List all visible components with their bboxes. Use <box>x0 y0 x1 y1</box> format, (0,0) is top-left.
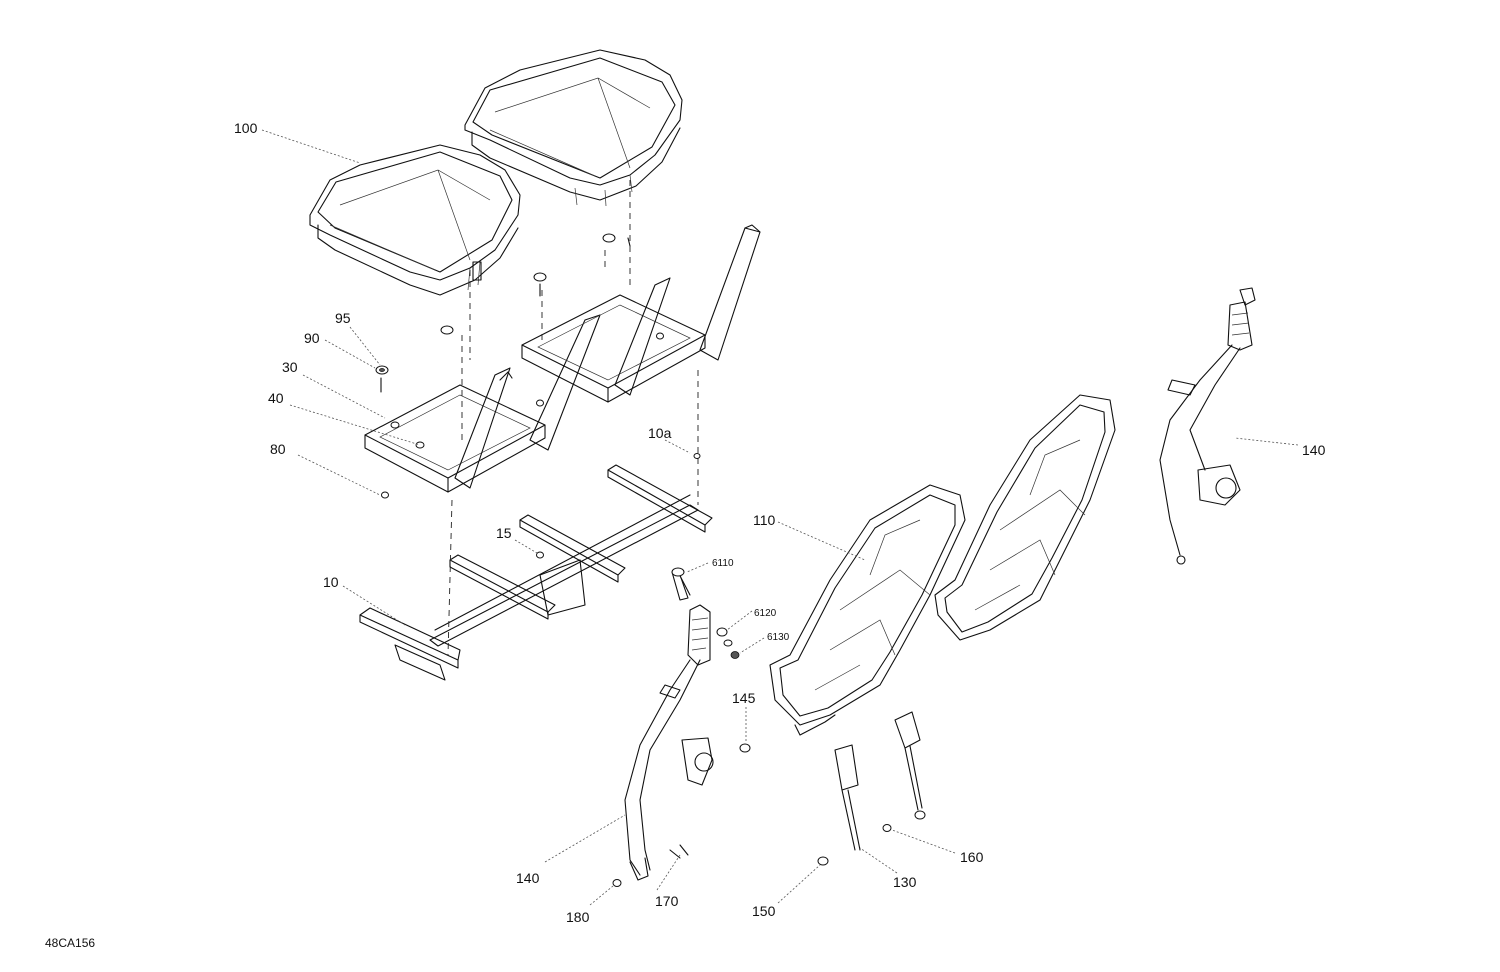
seat-cushion-right <box>464 49 683 207</box>
callout-40: 40 <box>268 390 284 406</box>
callout-145: 145 <box>732 690 756 706</box>
callout-6120: 6120 <box>754 608 777 619</box>
callout-10a: 10a <box>648 425 672 441</box>
callout-30: 30 <box>282 359 298 375</box>
callout-6110: 6110 <box>712 558 734 569</box>
callout-100: 100 <box>234 120 258 136</box>
seat-frame-right <box>521 224 761 403</box>
seat-shell-front <box>769 484 966 736</box>
assembly-lines <box>447 180 699 656</box>
callout-10: 10 <box>323 574 339 590</box>
callout-170: 170 <box>655 893 679 909</box>
leader-lines <box>261 129 1299 906</box>
callout-90: 90 <box>304 330 320 346</box>
seat-frame-left <box>364 314 601 493</box>
callout-180: 180 <box>566 909 590 925</box>
callout-80: 80 <box>270 441 286 457</box>
callout-95: 95 <box>335 310 351 326</box>
callout-labels: 100 95 90 30 40 80 10a 15 10 110 140 611… <box>45 120 1326 950</box>
callout-160: 160 <box>960 849 984 865</box>
callout-140-right: 140 <box>1302 442 1326 458</box>
callout-150: 150 <box>752 903 776 919</box>
seat-belt-front <box>624 571 714 881</box>
callout-6130: 6130 <box>767 632 790 643</box>
seat-belt-rear <box>1159 287 1256 565</box>
callout-15: 15 <box>496 525 512 541</box>
callout-140-left: 140 <box>516 870 540 886</box>
seat-cushion-left <box>309 144 521 296</box>
diagram-id: 48CA156 <box>45 936 95 950</box>
callout-110: 110 <box>753 512 776 528</box>
buckle-left <box>834 744 861 851</box>
hardware <box>375 233 701 559</box>
seat-shell-rear <box>934 394 1116 641</box>
callout-130: 130 <box>893 874 917 890</box>
belt-hardware <box>612 567 892 887</box>
base-rails <box>359 464 713 681</box>
buckle-right <box>894 711 926 820</box>
